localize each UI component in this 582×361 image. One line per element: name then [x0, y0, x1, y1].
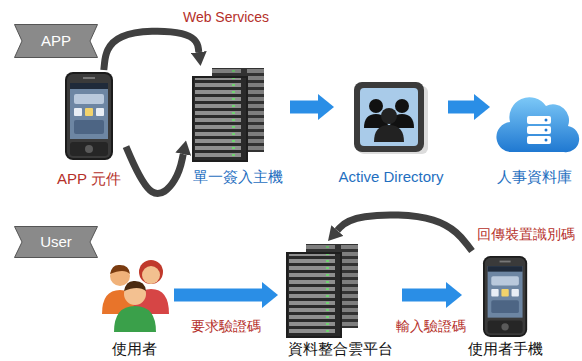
node-label: 人事資料庫	[497, 168, 572, 186]
node-label: User	[40, 233, 72, 251]
node-label: Active Directory	[338, 168, 443, 186]
users-icon	[102, 260, 169, 332]
flow-arrow	[290, 101, 318, 114]
node-label: APP 元件	[57, 170, 121, 188]
edge-label: 要求驗證碼	[189, 318, 263, 334]
directory-icon	[354, 82, 428, 154]
edge-label: Web Services	[181, 9, 271, 25]
phone-icon	[483, 256, 527, 337]
user-group: 使用者	[94, 253, 174, 358]
flow-arrow	[126, 147, 183, 194]
flow-arrow	[337, 215, 472, 251]
edge-label: 回傳裝置識別碼	[475, 226, 577, 242]
server-icon	[192, 68, 264, 162]
active-directory: Active Directory	[334, 78, 448, 186]
user-phone: 使用者手機	[462, 251, 548, 358]
badge-outline	[15, 25, 98, 58]
edge-label-box: Web Services	[181, 9, 271, 26]
section-badge: APP	[14, 24, 98, 58]
node-label: 資料整合雲平台	[288, 340, 393, 358]
node-label: 使用者手機	[468, 340, 543, 358]
flow-arrow	[402, 289, 446, 302]
badge-outline	[15, 227, 98, 258]
hr-database: 人事資料庫	[490, 84, 578, 186]
node-label: 單一簽入主機	[193, 168, 283, 186]
server-icon	[286, 244, 358, 338]
node-label: APP	[41, 32, 71, 50]
edge-label-box: 輸入驗證碼	[394, 318, 468, 335]
edge-label-box: 回傳裝置識別碼	[475, 226, 577, 243]
section-badge: User	[14, 226, 98, 258]
app-component: APP 元件	[52, 70, 126, 188]
sso-server: 單一簽入主機	[186, 66, 290, 186]
edge-label-box: 要求驗證碼	[189, 318, 263, 335]
flow-arrow	[104, 31, 199, 70]
cloud-icon	[496, 97, 579, 152]
edge-label: 輸入驗證碼	[394, 318, 468, 334]
flow-arrow	[448, 101, 474, 114]
cloud-platform: 資料整合雲平台	[278, 241, 402, 358]
flow-arrow	[174, 289, 262, 302]
phone-icon	[65, 72, 113, 160]
node-label: 使用者	[112, 340, 157, 358]
